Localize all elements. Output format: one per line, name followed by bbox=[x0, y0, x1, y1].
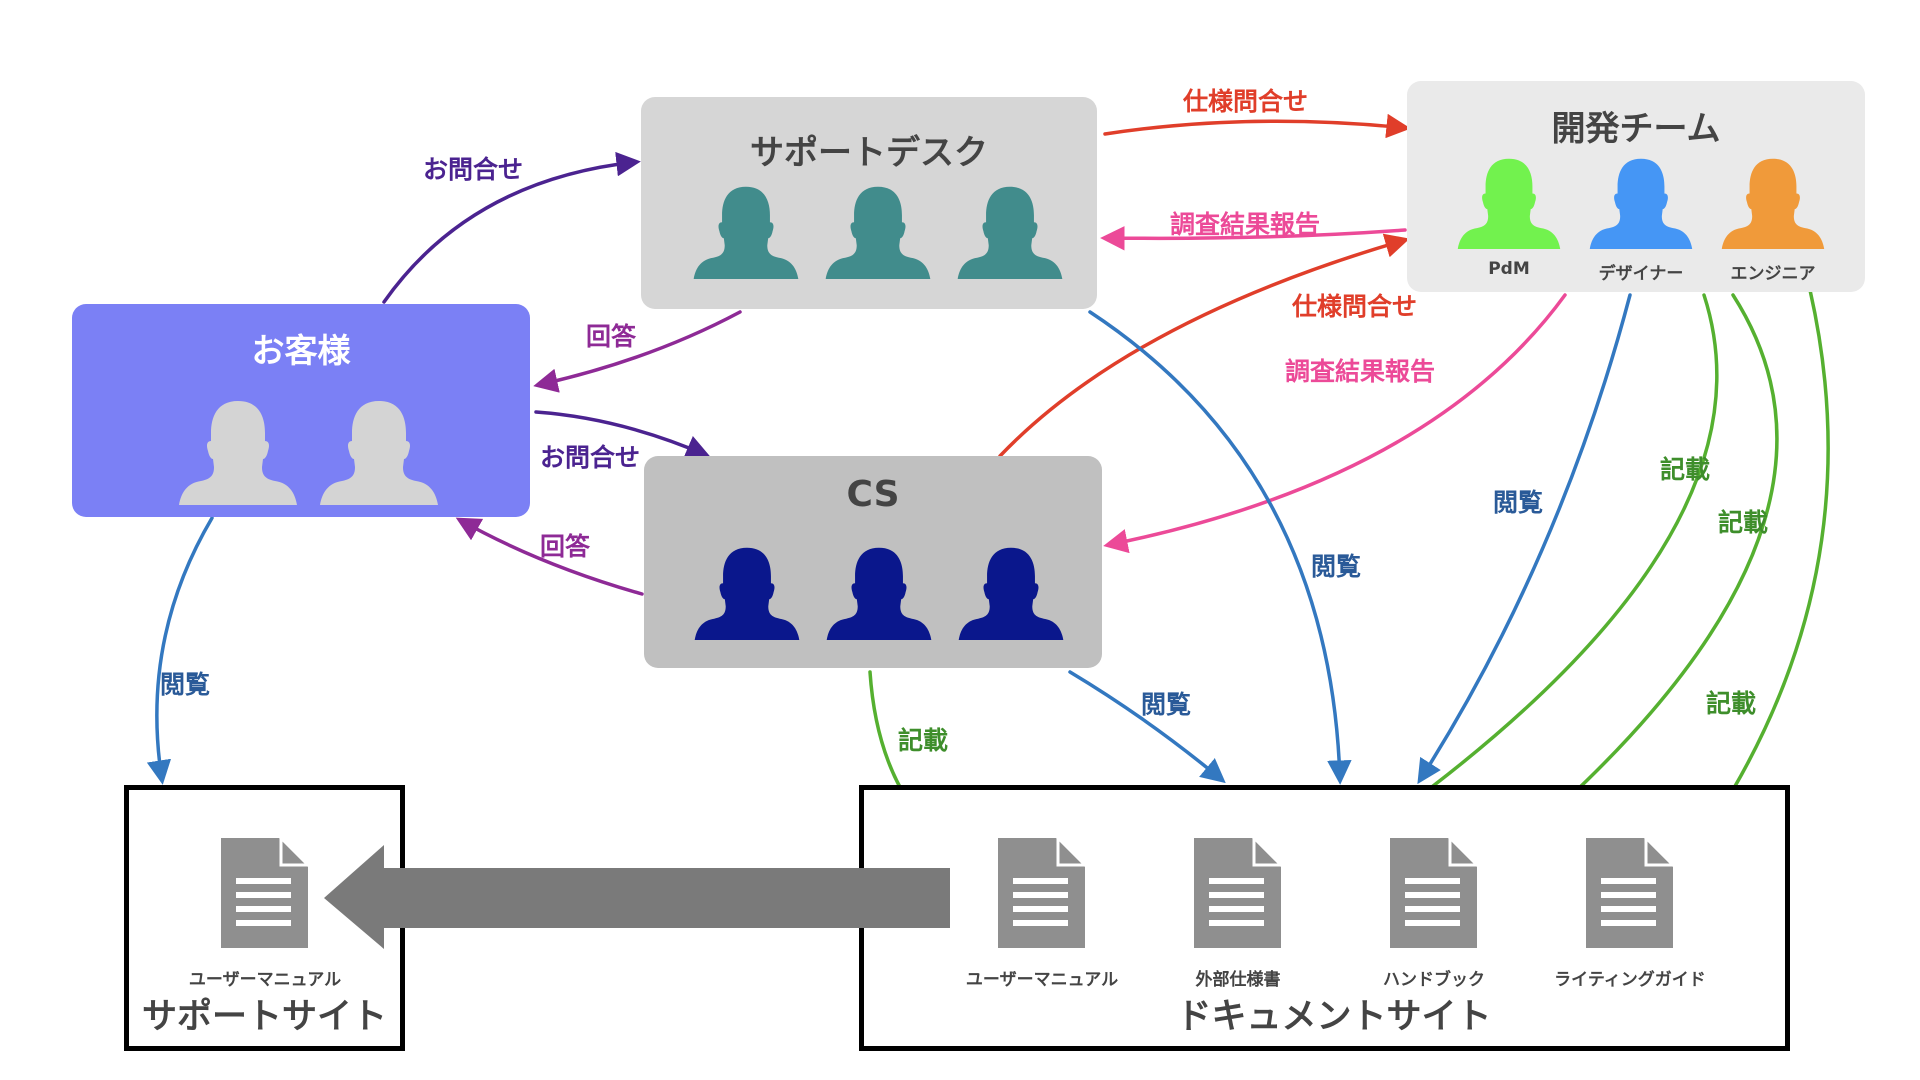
label-designer-browse-docs: 閲覧 bbox=[1493, 488, 1544, 517]
cs-title: CS bbox=[846, 474, 900, 515]
arrow-designer-browse-docs bbox=[1417, 293, 1632, 785]
arrow-cs-to-customer-answer bbox=[455, 517, 644, 596]
doc-label: ライティングガイド bbox=[1554, 970, 1706, 990]
arrow-engineer-write-docs-2 bbox=[1677, 288, 1830, 874]
arrow-cs-to-dev-spec bbox=[998, 233, 1410, 458]
arrow-customer-to-cs-inquiry bbox=[534, 410, 711, 459]
person-icon bbox=[179, 401, 297, 505]
doc-label: ユーザーマニュアル bbox=[965, 970, 1119, 990]
person-icon bbox=[958, 547, 1064, 640]
label-cs-write-docs: 記載 bbox=[898, 726, 949, 755]
dev-team-title: 開発チーム bbox=[1551, 109, 1721, 149]
document-site-title: ドキュメントサイト bbox=[1176, 997, 1492, 1037]
person-icon bbox=[957, 186, 1063, 279]
support-site: ユーザーマニュアル サポートサイト bbox=[124, 785, 405, 1051]
customer-title: お客様 bbox=[251, 331, 351, 370]
label-support-to-customer-answer: 回答 bbox=[586, 322, 637, 351]
arrow-engineer-write-docs-1 bbox=[1482, 293, 1779, 874]
label-customer-to-cs-inquiry: お問合せ bbox=[540, 443, 641, 472]
arrow-support-browse-docs bbox=[1088, 310, 1352, 785]
label-engineer-write-docs-2: 記載 bbox=[1706, 689, 1757, 718]
label-customer-to-support-inquiry: お問合せ bbox=[423, 155, 524, 184]
person-icon bbox=[826, 547, 932, 640]
doc-label: ハンドブック bbox=[1383, 970, 1485, 990]
document-site: ユーザーマニュアル 外部仕様書 ハンドブック ライティングガイド ドキュメントサ… bbox=[859, 785, 1790, 1051]
arrow-customer-browse-support-site bbox=[146, 516, 214, 785]
label-cs-browse-docs: 閲覧 bbox=[1141, 690, 1192, 719]
document-icon bbox=[1194, 838, 1281, 948]
document-icon bbox=[1586, 838, 1673, 948]
person-icon bbox=[694, 547, 800, 640]
publish-arrow bbox=[324, 845, 950, 949]
document-icon bbox=[998, 838, 1085, 948]
document-icon bbox=[221, 838, 308, 948]
arrow-dev-to-support-report bbox=[1100, 225, 1407, 251]
label-support-to-dev-spec: 仕様問合せ bbox=[1183, 87, 1309, 116]
support-desk-title: サポートデスク bbox=[750, 133, 988, 173]
designer-person-icon bbox=[1589, 158, 1693, 249]
label-engineer-write-docs-1: 記載 bbox=[1718, 508, 1769, 537]
doc-label: ユーザーマニュアル bbox=[188, 970, 342, 990]
member-label-engineer: エンジニア bbox=[1730, 264, 1816, 284]
member-label-pdm: PdM bbox=[1488, 259, 1530, 279]
label-customer-browse-support-site: 閲覧 bbox=[160, 670, 211, 699]
arrow-dev-to-cs-report bbox=[1103, 293, 1567, 554]
label-designer-write-docs: 記載 bbox=[1660, 455, 1711, 484]
engineer-person-icon bbox=[1721, 158, 1825, 249]
doc-label: 外部仕様書 bbox=[1195, 970, 1281, 990]
cs-node: CS bbox=[644, 456, 1102, 668]
label-cs-to-dev-spec: 仕様問合せ bbox=[1292, 292, 1418, 321]
arrow-cs-browse-docs bbox=[1068, 670, 1226, 784]
member-label-designer: デザイナー bbox=[1598, 264, 1684, 284]
person-icon bbox=[320, 401, 438, 505]
person-icon bbox=[825, 186, 931, 279]
arrow-support-to-customer-answer bbox=[533, 310, 742, 393]
document-icon bbox=[1390, 838, 1477, 948]
dev-team-node: 開発チーム PdM デザイナー エンジニア bbox=[1407, 81, 1865, 292]
label-dev-to-cs-report: 調査結果報告 bbox=[1285, 357, 1436, 386]
person-icon bbox=[693, 186, 799, 279]
label-support-browse-docs: 閲覧 bbox=[1311, 552, 1362, 581]
arrow-customer-to-support-inquiry bbox=[382, 151, 641, 304]
customer-node: お客様 bbox=[72, 304, 530, 517]
support-site-title: サポートサイト bbox=[141, 997, 387, 1037]
pdm-person-icon bbox=[1457, 158, 1561, 249]
support-desk-node: サポートデスク bbox=[641, 97, 1097, 309]
label-cs-to-customer-answer: 回答 bbox=[540, 532, 591, 561]
arrow-support-to-dev-spec bbox=[1103, 113, 1411, 139]
label-dev-to-support-report: 調査結果報告 bbox=[1170, 210, 1321, 239]
